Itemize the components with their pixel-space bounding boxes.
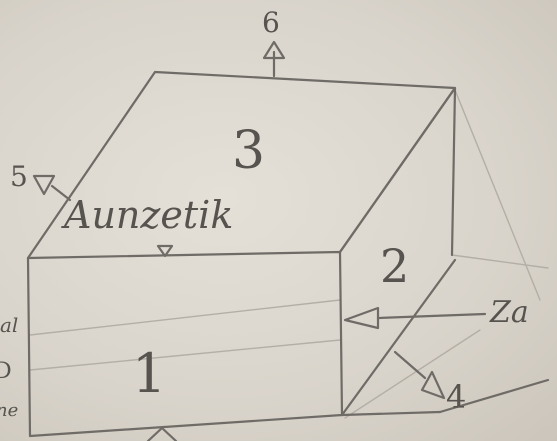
label-arrow-6: 6 — [262, 6, 280, 39]
faint-line — [344, 329, 481, 419]
arrow-4-head — [420, 370, 446, 400]
label-face-1: 1 — [132, 342, 166, 405]
arrow-5-shaft — [50, 184, 72, 202]
label-arrow-4: 4 — [446, 378, 466, 416]
label-face-3: 3 — [232, 121, 265, 181]
edge-fragment-ne: ne — [0, 400, 18, 421]
arrow-za-shaft — [376, 312, 487, 320]
label-face-2: 2 — [380, 239, 409, 293]
faint-line — [454, 89, 541, 301]
arrow-4-shaft — [393, 350, 427, 380]
side-bottom-edge — [340, 410, 442, 417]
faint-line — [29, 299, 341, 336]
edge-fragment-al: al — [0, 313, 18, 337]
arrow-5-head — [32, 174, 56, 196]
label-arrow-5: 5 — [10, 160, 28, 193]
label-arrow-za: Za — [489, 295, 529, 330]
edge-fragment-d: D — [0, 359, 12, 384]
arrow-6-head — [262, 40, 286, 60]
roof-word-arrow — [156, 244, 174, 258]
roof-word: Aunzetik — [61, 193, 233, 237]
side-bottom-edge-right — [438, 378, 550, 414]
faint-line — [29, 339, 341, 371]
side-face — [338, 86, 457, 257]
arrow-bottom-head — [146, 426, 178, 441]
arrow-za-head — [343, 306, 380, 330]
side-diagonal — [340, 258, 457, 417]
faint-line — [451, 254, 549, 269]
